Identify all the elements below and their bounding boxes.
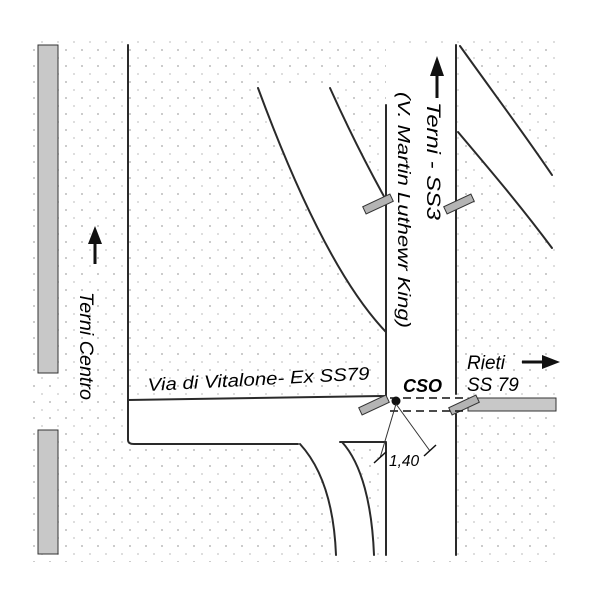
road-surface-east-ramp	[458, 46, 552, 248]
label-rieti: Rieti	[467, 353, 506, 374]
terni-ss3-direction	[430, 56, 444, 98]
terni-centro-direction	[88, 226, 102, 264]
road-edge-vitalone-top	[127, 395, 387, 401]
label-martin-luther-king: (V. Martin Luthewr King)	[394, 92, 414, 328]
road-edge-terni-centro-outer	[127, 44, 299, 445]
barrier-marker-nw	[362, 193, 394, 215]
label-ss79: SS 79	[467, 375, 519, 396]
barrier-marker-ne	[443, 193, 475, 215]
road-edge-east-ramp-outer	[459, 45, 553, 176]
closed-road-strip-east	[467, 397, 557, 412]
dimension-tick-right	[423, 444, 437, 457]
label-terni-centro: Terni Centro	[75, 292, 96, 400]
building-strip-west-south	[37, 429, 59, 555]
road-edge-south-ramp-outer	[299, 443, 337, 556]
road-edge-north-ramp-inner	[329, 87, 387, 201]
up-arrow-head-icon	[430, 56, 444, 76]
dimension-leader-right	[395, 403, 431, 452]
cso-point-marker	[391, 396, 401, 406]
barrier-marker-se	[448, 394, 480, 416]
road-edge-north-ramp-outer	[257, 87, 387, 333]
dimension-tick-left	[373, 451, 387, 464]
rieti-direction	[522, 355, 560, 369]
right-arrow-head-icon	[542, 355, 560, 369]
dimension-leader-left	[379, 403, 397, 459]
barrier-marker-sw	[358, 394, 390, 416]
label-gap-width: 1,40	[389, 453, 420, 470]
up-arrow-head-icon	[88, 226, 102, 244]
building-strip-west-north	[37, 44, 59, 374]
road-surface-north-ramp	[258, 88, 386, 332]
road-edge-south-ramp-inner	[341, 441, 375, 556]
road-surface-ss3	[386, 45, 456, 555]
road-surface-via-vitalone	[128, 396, 386, 444]
label-cso: CSO	[403, 376, 442, 396]
road-edge-east-ramp-inner	[457, 131, 553, 249]
label-terni-ss3: Terni - SS3	[422, 102, 443, 221]
